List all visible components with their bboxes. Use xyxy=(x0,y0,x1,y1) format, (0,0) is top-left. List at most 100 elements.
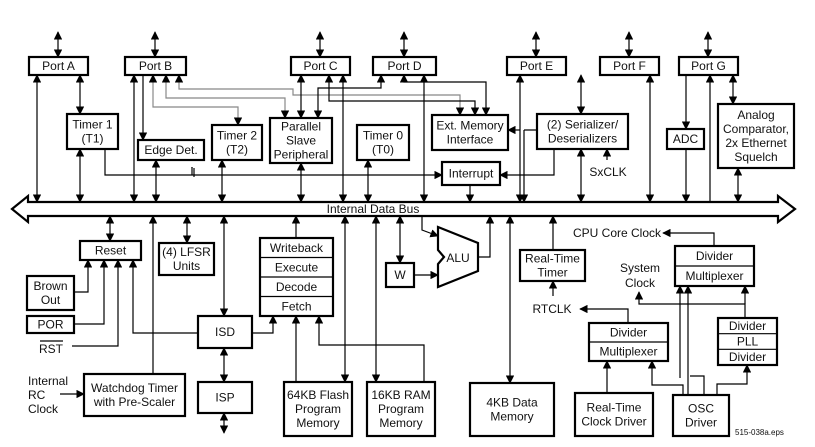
internal-rc-clock-label: Clock xyxy=(28,402,59,416)
rtc-divmux-label: Divider xyxy=(610,326,647,340)
alu-block xyxy=(436,225,480,289)
lfsr-label: Units xyxy=(173,259,200,273)
edge-det-label: Edge Det. xyxy=(144,143,197,157)
port-b-block: Port B xyxy=(123,55,188,77)
rt-timer-label: Real-Time xyxy=(525,252,580,266)
cpu-core-clock-label: CPU Core Clock xyxy=(573,226,662,240)
brown-out-label: Out xyxy=(41,293,61,307)
internal-rc-clock-label: Internal xyxy=(28,374,68,388)
timer1-label: (T1) xyxy=(82,132,104,146)
watchdog-label: with Pre-Scaler xyxy=(93,395,175,409)
port-f-block: Port F xyxy=(598,55,661,77)
connection-line xyxy=(421,216,439,238)
serializer-block: (2) Serializer/Deserializers xyxy=(535,112,630,151)
port-a-block: Port A xyxy=(27,55,90,77)
ram-label: Memory xyxy=(379,416,422,430)
isd-block: ISD xyxy=(196,314,254,350)
connection-line xyxy=(252,315,278,334)
internal-data-bus xyxy=(10,193,797,225)
analog-comparator-label: 2x Ethernet xyxy=(725,136,787,150)
reset-label: Reset xyxy=(95,244,127,258)
pll-stack-label: Divider xyxy=(729,350,766,364)
sxclk-label: SxCLK xyxy=(589,165,626,179)
port-b-label: Port B xyxy=(139,59,172,73)
port-d-block: Port D xyxy=(371,55,438,77)
reset-block: Reset xyxy=(78,239,143,262)
timer2-block: Timer 2(T2) xyxy=(210,123,264,162)
flash-label: Program xyxy=(295,402,341,416)
edge-det-block: Edge Det. xyxy=(136,138,206,162)
ram-label: Program xyxy=(378,402,424,416)
pipeline-label: Writeback xyxy=(270,241,324,255)
interrupt-block: Interrupt xyxy=(440,160,502,187)
ram-label: 16KB RAM xyxy=(371,388,430,402)
connection-line xyxy=(690,375,705,395)
timer0-label: (T0) xyxy=(372,143,394,157)
rtc-driver-label: Real-Time xyxy=(587,401,642,415)
rtclk-label: RTCLK xyxy=(532,302,571,316)
analog-comparator-label: Squelch xyxy=(734,150,777,164)
w-label: W xyxy=(394,268,406,282)
system-clock-label: Clock xyxy=(625,276,656,290)
pipeline-label: Decode xyxy=(276,280,318,294)
connection-line xyxy=(399,74,491,116)
timer2-label: Timer 2 xyxy=(217,129,258,143)
pll-stack-label: Divider xyxy=(729,319,766,333)
connection-line xyxy=(499,149,555,180)
port-g-block: Port G xyxy=(677,55,740,77)
rst-label: RST xyxy=(39,342,64,356)
connection-line xyxy=(716,364,752,395)
connection-line xyxy=(104,149,443,180)
lfsr-label: (4) LFSR xyxy=(162,245,211,259)
interrupt-label: Interrupt xyxy=(449,167,494,181)
connection-line xyxy=(647,360,684,395)
bus-label: Internal Data Bus xyxy=(327,202,420,216)
analog-comparator-label: Comparator, xyxy=(723,122,789,136)
connection-line xyxy=(579,304,629,323)
flash-label: 64KB Flash xyxy=(287,388,349,402)
ext-memory-label: Ext. Memory xyxy=(436,119,503,133)
connection-line xyxy=(662,228,715,246)
adc-block: ADC xyxy=(665,127,706,151)
pipeline-label: Fetch xyxy=(281,299,311,313)
timer0-label: Timer 0 xyxy=(363,129,404,143)
core-divmux-label: Multiplexer xyxy=(685,269,743,283)
data-mem-label: Memory xyxy=(490,410,533,424)
timer2-label: (T2) xyxy=(226,143,248,157)
port-c-block: Port C xyxy=(289,55,352,77)
data-mem-label: 4KB Data xyxy=(486,396,538,410)
pipeline-label: Execute xyxy=(275,260,319,274)
port-c-label: Port C xyxy=(303,59,337,73)
ext-memory-label: Interface xyxy=(447,133,494,147)
osc-driver-label: Driver xyxy=(685,416,717,430)
connection-line xyxy=(314,315,425,382)
serializer-label: (2) Serializer/ xyxy=(547,118,619,132)
rtc-divmux-label: Multiplexer xyxy=(599,345,657,359)
port-f-label: Port F xyxy=(613,59,646,73)
port-e-label: Port E xyxy=(520,59,553,73)
connection-line xyxy=(478,215,495,258)
connection-line xyxy=(74,259,109,325)
connection-line xyxy=(74,259,93,293)
rtc-driver-label: Clock Driver xyxy=(581,415,646,429)
pll-stack-label: PLL xyxy=(737,335,759,349)
figure-id: 515-038a.eps xyxy=(735,428,784,437)
core-divmux-label: Divider xyxy=(696,249,733,263)
connection-line xyxy=(161,74,290,119)
parallel-slave-label: Peripheral xyxy=(274,148,329,162)
w-block: W xyxy=(384,261,416,289)
connection-line xyxy=(128,259,198,334)
parallel-slave-label: Slave xyxy=(286,134,316,148)
timer0-block: Timer 0(T0) xyxy=(355,123,411,162)
connection-line xyxy=(313,74,386,119)
